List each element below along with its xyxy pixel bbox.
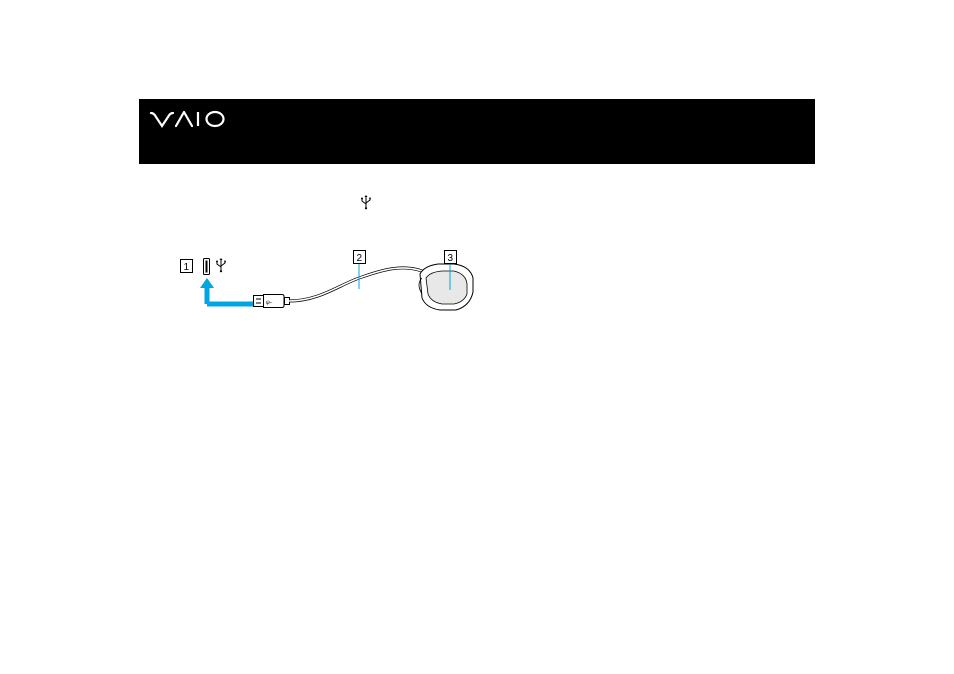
connection-arrow xyxy=(200,278,255,304)
callout-2-label: 2 xyxy=(357,253,363,264)
usb-symbol-icon xyxy=(360,194,372,210)
usb-port-icon xyxy=(204,259,210,275)
svg-text:ψ⌐: ψ⌐ xyxy=(266,300,273,306)
cable-icon xyxy=(289,268,422,301)
callout-2: 2 xyxy=(354,251,366,290)
device-icon xyxy=(419,264,473,310)
header-bar xyxy=(139,99,815,164)
callout-1: 1 xyxy=(181,260,193,274)
callout-3-label: 3 xyxy=(448,253,454,264)
vaio-logo xyxy=(149,109,229,129)
usb-connection-diagram: 1 ψ⌐ 2 xyxy=(170,244,480,320)
usb-plug-icon: ψ⌐ xyxy=(254,295,290,308)
callout-1-label: 1 xyxy=(184,262,190,273)
usb-symbol-icon xyxy=(216,258,226,272)
